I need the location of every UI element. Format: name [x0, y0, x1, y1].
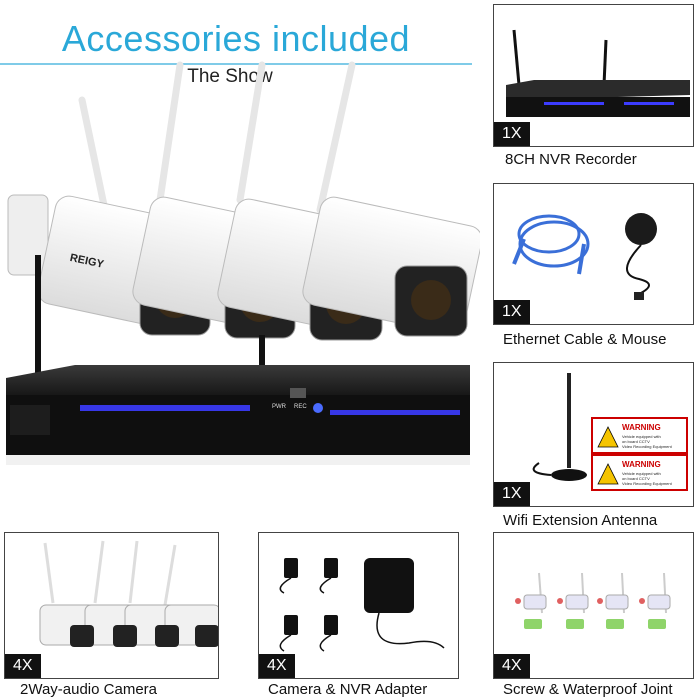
- warning-sticker-1: WARNING Vehicle equipped with on board C…: [591, 417, 688, 454]
- quantity-badge: 4X: [5, 654, 41, 678]
- warning-title: WARNING: [622, 423, 661, 432]
- quantity-badge: 1X: [494, 122, 530, 146]
- warning-text-line2: on board CCTV: [622, 476, 650, 481]
- page-title: Accessories included: [61, 18, 411, 59]
- item-caption: 2Way-audio Camera: [20, 681, 157, 698]
- quantity-badge: 4X: [494, 654, 530, 678]
- item-caption: Camera & NVR Adapter: [268, 681, 428, 698]
- camera-box: 4X: [4, 532, 219, 679]
- screws-image: [515, 572, 671, 629]
- warning-text-line1: Vehicle equipped with: [622, 471, 661, 476]
- hero-kit-image: REIGY PWR REC: [6, 61, 480, 465]
- cameras-image: [39, 540, 218, 647]
- ethernet-mouse-image: [512, 213, 657, 300]
- page-subtitle: The Show: [187, 66, 273, 87]
- warning-text-line3: Video Recording Equipment: [622, 481, 673, 486]
- nvr-box: 1X: [493, 4, 694, 147]
- adapter-box: 4X: [258, 532, 459, 679]
- item-caption: Ethernet Cable & Mouse: [503, 331, 667, 348]
- item-caption: Screw & Waterproof Joint: [503, 681, 673, 698]
- item-caption: Wifi Extension Antenna: [503, 512, 658, 529]
- rec-label: REC: [294, 404, 307, 410]
- antenna-box: WARNING Vehicle equipped with on board C…: [493, 362, 694, 507]
- item-caption: 8CH NVR Recorder: [505, 151, 637, 168]
- warning-text-line3: Video Recording Equipment: [622, 444, 673, 449]
- quantity-badge: 1X: [494, 482, 530, 506]
- nvr-image: [506, 29, 690, 117]
- pwr-label: PWR: [272, 404, 287, 410]
- adapters-image: [279, 558, 445, 652]
- antenna-image: WARNING Vehicle equipped with on board C…: [532, 373, 688, 491]
- warning-text-line2: on board CCTV: [622, 439, 650, 444]
- screws-box: 4X: [493, 532, 694, 679]
- hero-nvr: PWR REC: [6, 365, 470, 465]
- quantity-badge: 4X: [259, 654, 295, 678]
- quantity-badge: 1X: [494, 300, 530, 324]
- warning-sticker-2: WARNING Vehicle equipped with on board C…: [591, 454, 688, 491]
- hero-camera-4: [302, 196, 480, 337]
- ethernet-box: 1X: [493, 183, 694, 325]
- warning-title: WARNING: [622, 460, 661, 469]
- title-underline: [0, 63, 472, 65]
- warning-text-line1: Vehicle equipped with: [622, 434, 661, 439]
